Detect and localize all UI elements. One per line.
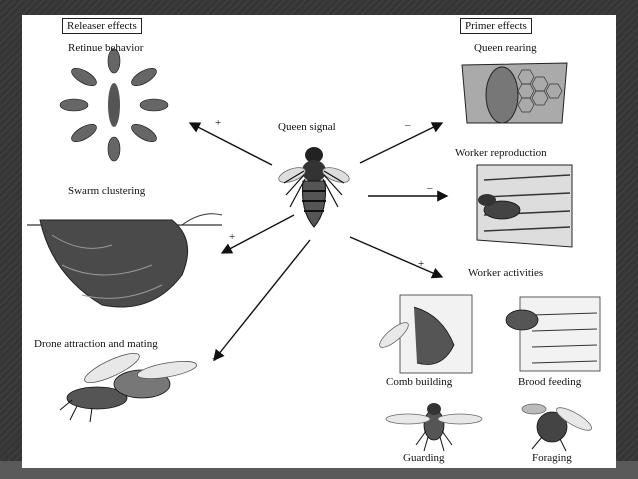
- sign-drone: +: [212, 353, 219, 365]
- arrow-to-drone: [213, 239, 311, 362]
- queen-rearing-label: Queen rearing: [474, 42, 537, 54]
- sign-queen-rearing: –: [405, 119, 411, 131]
- sign-swarm: +: [229, 231, 236, 243]
- queen-signal-label: Queen signal: [278, 121, 336, 133]
- worker-reproduction-label: Worker reproduction: [455, 147, 547, 159]
- guarding-label: Guarding: [403, 452, 445, 464]
- worker-reproduction-illustration: [476, 164, 573, 248]
- guarding-bee-illustration: [385, 403, 483, 452]
- brood-feeding-illustration: [505, 296, 601, 372]
- arrow-to-worker-activities: [349, 236, 444, 279]
- comb-building-illustration: [379, 294, 473, 374]
- swarm-cluster-illustration: [27, 213, 223, 308]
- queen-bee-icon: [278, 147, 350, 228]
- foraging-bee-illustration: [521, 403, 592, 452]
- sign-worker-activities: +: [418, 258, 425, 270]
- drone-mating-illustration: [59, 352, 197, 423]
- primer-effects-header: Primer effects: [460, 18, 532, 34]
- releaser-effects-header: Releaser effects: [62, 18, 142, 34]
- retinue-illustration: [59, 48, 169, 162]
- arrow-to-swarm: [220, 214, 295, 254]
- comb-building-label: Comb building: [386, 376, 453, 388]
- worker-activities-label: Worker activities: [468, 267, 544, 279]
- drone-attraction-label: Drone attraction and mating: [34, 338, 158, 350]
- swarm-clustering-label: Swarm clustering: [68, 185, 146, 197]
- figure-panel: Releaser effects Primer effects Queen si…: [22, 15, 616, 468]
- retinue-behavior-label: Retinue behavior: [68, 42, 144, 54]
- sign-worker-reproduction: –: [427, 182, 433, 194]
- diagram-graphics: [27, 48, 601, 452]
- brood-feeding-label: Brood feeding: [518, 376, 582, 388]
- arrow-to-retinue: [188, 122, 273, 166]
- foraging-label: Foraging: [532, 452, 572, 464]
- arrow-to-queen-rearing: [359, 122, 444, 164]
- queen-rearing-illustration: [461, 62, 568, 124]
- sign-retinue: +: [215, 117, 222, 129]
